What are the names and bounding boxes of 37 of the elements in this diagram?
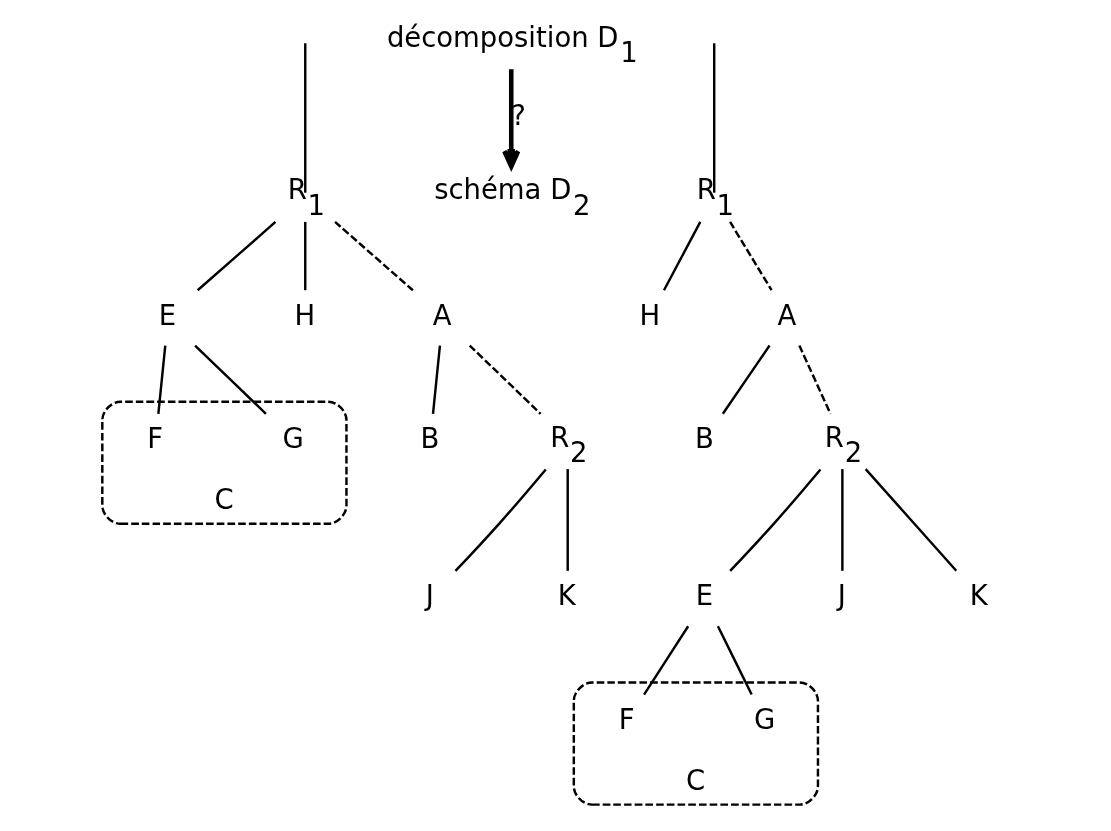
node-text: E: [695, 580, 714, 612]
node-text: G: [282, 423, 304, 455]
connector: [194, 344, 267, 415]
connector: [468, 344, 542, 415]
connector: [662, 221, 702, 291]
connector: [196, 221, 277, 292]
connector: [729, 221, 773, 291]
node-text: H: [294, 299, 316, 331]
node-text: F: [147, 423, 164, 455]
connector: [716, 625, 753, 696]
connector: [157, 345, 167, 414]
connector: [566, 469, 569, 571]
node-text: H: [639, 299, 661, 331]
connector: [304, 43, 307, 193]
node-text: E: [158, 299, 177, 331]
node-text: J: [837, 580, 846, 612]
connector: [304, 221, 307, 291]
connector: [729, 468, 822, 572]
connector: [454, 468, 547, 572]
connector: [841, 469, 844, 571]
node-text: G: [753, 703, 776, 735]
connector: [643, 625, 690, 696]
node-text: B: [420, 423, 440, 455]
node-text: B: [695, 423, 714, 455]
node-text: A: [777, 299, 797, 331]
arrow: [502, 69, 521, 169]
node-text: K: [557, 580, 576, 612]
connector: [712, 43, 716, 193]
connector: [721, 344, 771, 415]
connector: [431, 345, 442, 414]
node-text: A: [432, 299, 452, 331]
connector: [864, 468, 958, 572]
edge-label: ?: [511, 99, 526, 131]
node-text: J: [425, 580, 434, 612]
connector: [334, 221, 414, 292]
node-text: K: [969, 580, 988, 612]
node-text: F: [618, 703, 635, 735]
